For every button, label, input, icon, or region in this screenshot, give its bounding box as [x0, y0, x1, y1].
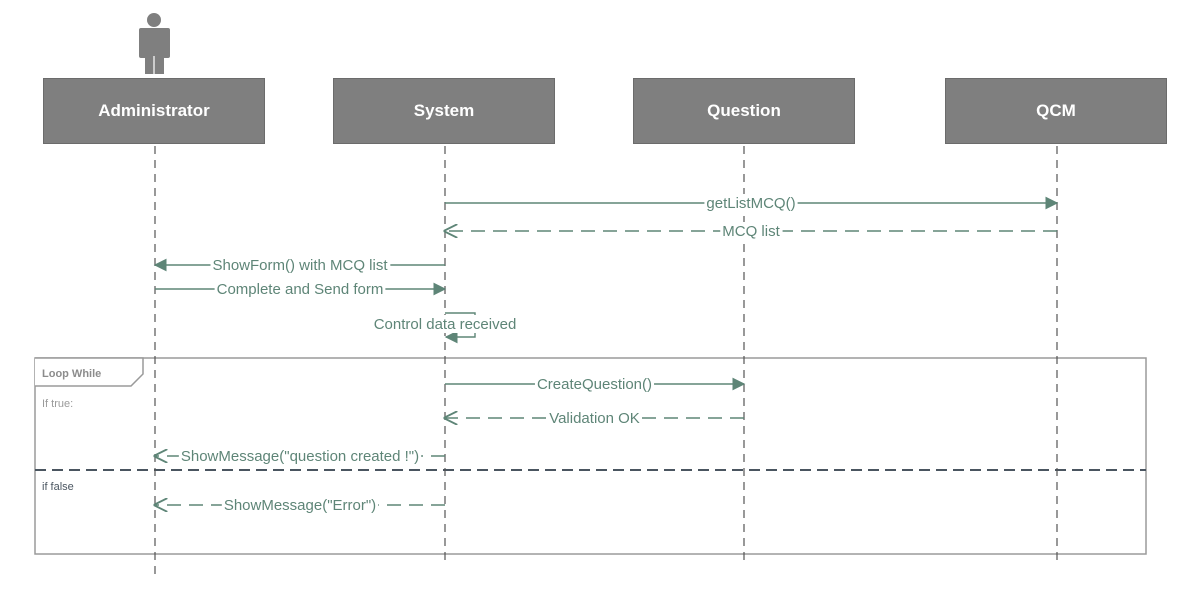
- lifelines: [154, 146, 1058, 580]
- message-mcq-list: MCQ list: [445, 222, 1057, 241]
- label-background: [221, 496, 379, 515]
- label-background: [178, 447, 422, 466]
- fragment-guard-false: if false: [42, 481, 74, 493]
- participant-question[interactable]: Question: [633, 78, 855, 144]
- participant-system[interactable]: System: [333, 78, 555, 144]
- message-label: Complete and Send form: [217, 281, 384, 298]
- label-background: [534, 375, 655, 394]
- fragment-guard-true: If true:: [42, 398, 73, 410]
- loop-fragment: Loop While If true: if false: [34, 357, 1147, 555]
- message-label: getListMCQ(): [706, 195, 795, 212]
- label-background: [720, 222, 783, 241]
- message-control-data: Control data received: [367, 312, 523, 344]
- message-label: ShowMessage("Error"): [224, 497, 376, 514]
- message-getlistmcq: getListMCQ(): [445, 194, 1059, 213]
- message-validation-ok: Validation OK: [445, 409, 744, 428]
- fragment-operator-label: Loop While: [42, 368, 101, 380]
- fragment-operator-tab: [35, 357, 144, 387]
- participant-administrator[interactable]: Administrator: [43, 78, 265, 144]
- message-label: Validation OK: [549, 410, 640, 427]
- message-showmessage-error: ShowMessage("Error"): [155, 496, 445, 515]
- message-label: CreateQuestion(): [537, 376, 652, 393]
- message-createquestion: CreateQuestion(): [445, 375, 746, 394]
- label-background: [214, 280, 386, 299]
- message-label: ShowForm() with MCQ list: [212, 257, 388, 274]
- message-label: Control data received: [374, 316, 517, 333]
- message-label: ShowMessage("question created !"): [181, 448, 419, 465]
- message-showmessage-created: ShowMessage("question created !"): [155, 447, 445, 466]
- person-icon: [139, 13, 170, 74]
- label-background: [367, 315, 523, 333]
- label-background: [704, 194, 798, 213]
- fragment-frame: [34, 357, 1147, 555]
- message-label: MCQ list: [722, 223, 780, 240]
- label-background: [547, 409, 642, 428]
- message-complete-send-form: Complete and Send form: [155, 280, 447, 299]
- label-background: [210, 256, 391, 275]
- message-showform: ShowForm() with MCQ list: [153, 256, 445, 275]
- participant-qcm[interactable]: QCM: [945, 78, 1167, 144]
